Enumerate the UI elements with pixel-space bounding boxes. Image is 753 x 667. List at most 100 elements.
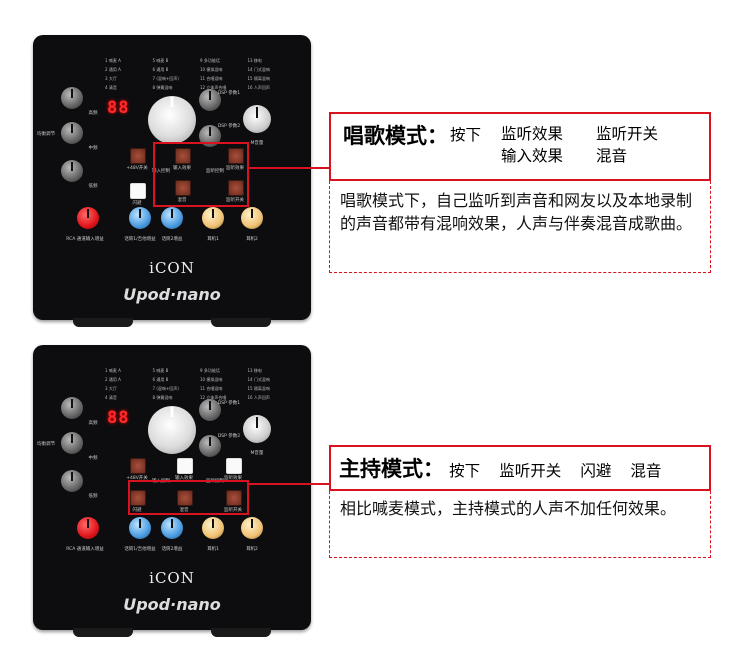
label-high: 高频 [88,111,98,116]
mic2-gain-knob[interactable] [161,517,183,539]
preset-label: 8 弹簧混响 [152,85,173,90]
eq-high-knob[interactable] [61,87,83,109]
preset-label: 11 合唱混响 [200,76,223,81]
preset-label: 5 喊麦 B [152,58,169,63]
preset-label: 6 通用 B [152,377,169,382]
button-monitor_switch[interactable] [226,490,242,506]
eq-low-knob[interactable] [61,470,83,492]
headphone2-knob[interactable] [241,517,263,539]
label-mix: 混音 [179,508,189,513]
mic1-gain-knob[interactable] [129,517,151,539]
preset-label: 16 人声回声 [247,395,270,400]
button-input_effect[interactable] [175,148,191,164]
eq-mid-knob[interactable] [61,122,83,144]
label-mid: 中频 [88,456,98,461]
label-dsp2: DSP 参数2 [217,434,241,439]
preset-label: 2 通用 A [105,67,121,72]
label-dsp1: DSP 参数1 [217,91,241,96]
main-volume-knob[interactable] [148,406,196,454]
headphone1-knob[interactable] [202,207,224,229]
preset-label: 5 喊麦 B [152,368,169,373]
label-k2: 话筒1/吉他增益 [124,547,156,552]
button-mix[interactable] [177,490,193,506]
action-monitor-effect: 监听效果 [501,125,564,143]
preset-label: 10 模拟混响 [200,377,223,382]
button-monitor_switch[interactable] [228,180,244,196]
device-foot [73,318,133,327]
label-eq: 均衡调节 [37,132,55,137]
dsp2-knob[interactable] [199,435,221,457]
label-k4: 耳机1 [207,237,219,242]
dsp1-knob[interactable] [199,89,221,111]
main-volume-knob[interactable] [148,96,196,144]
connector-line-hosting [247,483,330,485]
preset-label: 11 合唱混响 [200,386,223,391]
preset-label: 3 大厅 [105,76,117,81]
preset-label: 14 门式混响 [247,67,270,72]
headphone1-knob[interactable] [202,517,224,539]
preset-label: 14 门式混响 [247,377,270,382]
label-monitor_switch: 监听开关 [226,198,244,203]
eq-mid-knob[interactable] [61,432,83,454]
device-foot [211,318,271,327]
button-phantom[interactable] [130,458,146,474]
device-foot [211,628,271,637]
button-mix[interactable] [175,180,191,196]
callout-hosting-header: 主持模式： 按下 监听开关 闪避 混音 [329,445,711,491]
label-mid: 中频 [88,146,98,151]
monitor-volume-knob[interactable] [243,105,271,133]
label-k4: 耳机1 [207,547,219,552]
button-monitor_effect[interactable] [226,458,242,474]
button-input_effect[interactable] [177,458,193,474]
eq-high-knob[interactable] [61,397,83,419]
label-phantom: +48V开关 [126,166,148,171]
label-low: 低频 [88,494,98,499]
label-monitor_switch: 监听开关 [224,508,242,513]
label-high: 高频 [88,421,98,426]
mic1-gain-knob[interactable] [129,207,151,229]
label-input_ctrl: 输入控制 [152,169,170,174]
preset-label: 13 移电 [247,58,262,63]
label-k1: RCA 通道输入增益 [66,237,104,242]
preset-label: 7 (混响+回声) [152,76,179,81]
label-k5: 耳机2 [246,547,258,552]
label-volume: M音量 [250,451,264,456]
dsp2-knob[interactable] [199,125,221,147]
callout-singing-header: 唱歌模式： 按下 监听效果 监听开关 输入效果 混音 [329,112,711,181]
preset-label: 2 通用 A [105,377,121,382]
button-duck[interactable] [130,183,146,199]
monitor-volume-knob[interactable] [243,415,271,443]
preset-label: 4 清音 [105,85,117,90]
label-input_effect: 输入效果 [173,166,191,171]
label-k1: RCA 通道输入增益 [66,547,104,552]
rca-gain-knob[interactable] [77,517,99,539]
label-dsp2: DSP 参数2 [217,124,241,129]
highlight-box-singing [153,142,249,207]
eq-low-knob[interactable] [61,160,83,182]
preset-label: 10 模拟混响 [200,67,223,72]
mic2-gain-knob[interactable] [161,207,183,229]
preset-label: 6 通用 B [152,67,169,72]
label-monitor_effect: 监听效果 [224,476,242,481]
button-phantom[interactable] [130,148,146,164]
preset-label: 4 清音 [105,395,117,400]
device-foot [73,628,133,637]
preset-label: 7 (混响+回声) [152,386,179,391]
rca-gain-knob[interactable] [77,207,99,229]
preset-label: 16 人声回声 [247,85,270,90]
button-monitor_effect[interactable] [228,148,244,164]
callout-singing-description: 唱歌模式下，自己监听到声音和网友以及本地录制的声音都带有混响效果，人声与伴奏混音… [329,181,711,273]
button-duck[interactable] [130,490,146,506]
dsp1-knob[interactable] [199,399,221,421]
preset-label: 13 移电 [247,368,262,373]
label-duck: 闪避 [132,508,142,513]
label-monitor_effect: 监听效果 [226,166,244,171]
label-k3: 话筒2增益 [161,237,183,242]
brand-logo: iCON [149,569,195,587]
headphone2-knob[interactable] [241,207,263,229]
preset-label: 12 立体声合唱 [200,395,227,400]
preset-label: 8 弹簧混响 [152,395,173,400]
